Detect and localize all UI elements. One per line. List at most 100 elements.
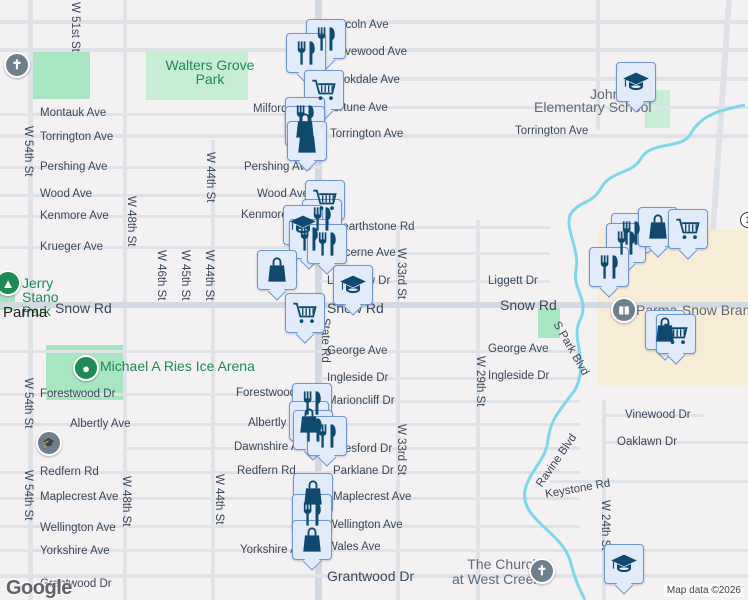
street-label: George Ave bbox=[327, 345, 388, 357]
road-keystone bbox=[550, 480, 748, 483]
marker-grocery[interactable] bbox=[285, 293, 325, 333]
street-label: Pershing Ave bbox=[40, 161, 108, 173]
street-label: Forestwood Dr bbox=[40, 388, 116, 400]
street-label: Maplecrest Ave bbox=[333, 491, 412, 503]
street-label: W 48th St bbox=[120, 476, 132, 527]
marker-school[interactable] bbox=[333, 265, 373, 305]
street-label: Grantwood Dr bbox=[327, 568, 415, 584]
marker-school[interactable] bbox=[604, 544, 644, 584]
graduation-cap-icon bbox=[289, 211, 317, 239]
road-ingleside bbox=[320, 377, 580, 380]
street-label: Marioncliff Dr bbox=[327, 395, 395, 407]
street-label: Montauk Ave bbox=[40, 107, 107, 119]
street-label: W 33rd St bbox=[395, 248, 407, 300]
fork-knife-icon bbox=[308, 205, 336, 233]
marker-grocery[interactable] bbox=[668, 209, 708, 249]
marker-shopping[interactable] bbox=[292, 520, 332, 560]
graduation-cap-icon bbox=[339, 271, 367, 299]
street-label: Wood Ave bbox=[40, 188, 93, 200]
shopping-bag-icon bbox=[293, 127, 321, 155]
street-label: W 29th St bbox=[474, 356, 486, 407]
marker-grocery[interactable] bbox=[305, 180, 345, 220]
road-george bbox=[0, 350, 580, 353]
marker-shopping[interactable] bbox=[287, 121, 327, 161]
fork-knife-icon bbox=[292, 39, 320, 67]
road-wood bbox=[0, 194, 320, 197]
park-pin[interactable]: ▲ bbox=[0, 270, 21, 296]
road-montauk bbox=[0, 113, 320, 116]
road-mid-n bbox=[596, 0, 600, 130]
road-vinewood bbox=[604, 414, 704, 417]
road-w48 bbox=[123, 0, 127, 600]
shopping-bag-icon bbox=[644, 213, 672, 241]
marker-shopping[interactable] bbox=[293, 473, 333, 513]
marker-restaurant[interactable] bbox=[307, 224, 347, 264]
road-hearthstone bbox=[320, 226, 550, 229]
park-snow-rd bbox=[538, 308, 560, 338]
school-poi-pin[interactable]: 🎓 bbox=[36, 430, 62, 456]
street-label: Redfern Rd bbox=[40, 466, 99, 478]
street-label: Kenmore Ave bbox=[40, 210, 109, 222]
street-label: Yorkshire Ave bbox=[40, 545, 110, 557]
shopping-bag-icon bbox=[299, 479, 327, 507]
church-pin[interactable]: ✝ bbox=[529, 558, 555, 584]
street-label: Beresford Dr bbox=[327, 443, 393, 455]
street-label: W 45th St bbox=[179, 250, 191, 301]
marker-shopping[interactable] bbox=[257, 250, 297, 290]
road-marioncliff bbox=[320, 400, 580, 403]
road-dawnshire bbox=[127, 447, 580, 450]
marker-shopping[interactable] bbox=[645, 310, 685, 350]
street-label: Milford bbox=[253, 103, 288, 115]
street-label: Yorkshire Ave bbox=[240, 544, 310, 556]
library-pin[interactable]: ▮▮ bbox=[611, 297, 637, 323]
street-label: Albertly bbox=[248, 417, 287, 429]
marker-grocery[interactable] bbox=[304, 70, 344, 110]
fork-knife-icon bbox=[313, 230, 341, 258]
street-label: Forestwood bbox=[236, 387, 297, 399]
road-maplecrest bbox=[0, 497, 580, 500]
arena-pin[interactable]: ● bbox=[73, 355, 99, 381]
marker-school[interactable] bbox=[616, 62, 656, 102]
street-label: Torrington Ave bbox=[330, 128, 404, 140]
street-label: Snow Rd bbox=[500, 297, 557, 313]
shopping-bag-icon bbox=[298, 526, 326, 554]
shopping-cart-icon bbox=[311, 186, 339, 214]
fork-knife-icon bbox=[298, 500, 326, 528]
street-label: Brookdale Ave bbox=[326, 74, 400, 86]
marker-restaurant[interactable] bbox=[589, 247, 629, 287]
street-label: Hearthstone Rd bbox=[334, 221, 415, 233]
marker-restaurant[interactable] bbox=[292, 494, 332, 534]
road-grantwood bbox=[0, 574, 748, 578]
fork-knife-icon bbox=[313, 422, 341, 450]
church-pin[interactable]: ✝ bbox=[4, 52, 30, 78]
street-label: Krueger Ave bbox=[40, 241, 104, 253]
street-label: Ingleside Dr bbox=[327, 372, 389, 384]
fork-knife-icon bbox=[617, 219, 645, 247]
street-label: Torrington Ave bbox=[515, 125, 589, 137]
google-logo: Google bbox=[6, 577, 72, 599]
street-label: W 33rd St bbox=[395, 424, 407, 476]
street-label: Lincoln Ave bbox=[330, 19, 389, 31]
street-label: Lucerne Ave bbox=[332, 247, 396, 259]
street-label: Wales Ave bbox=[327, 541, 381, 553]
marker-grocery[interactable] bbox=[656, 314, 696, 354]
road-w24 bbox=[602, 400, 606, 600]
map-attribution[interactable]: Map data ©2026 bbox=[663, 584, 744, 597]
road-pershing bbox=[0, 166, 320, 169]
street-label: Redfern Rd bbox=[237, 465, 296, 477]
street-label: George Ave bbox=[488, 343, 549, 355]
graduation-cap-icon bbox=[622, 68, 650, 96]
street-label: W 44th St bbox=[204, 152, 216, 203]
park-walters-grove[interactable] bbox=[146, 48, 248, 100]
fork-knife-icon bbox=[299, 416, 327, 444]
street-label: W 44th St bbox=[213, 474, 225, 525]
street-label: Torrington Ave bbox=[40, 131, 114, 143]
street-label: Maplecrest Ave bbox=[40, 491, 119, 503]
marker-restaurant[interactable] bbox=[606, 223, 646, 263]
shopping-cart-icon bbox=[662, 320, 690, 348]
snow-rd[interactable] bbox=[0, 302, 748, 308]
street-label: W 54th St bbox=[22, 470, 34, 521]
marker-restaurant[interactable] bbox=[307, 416, 347, 456]
